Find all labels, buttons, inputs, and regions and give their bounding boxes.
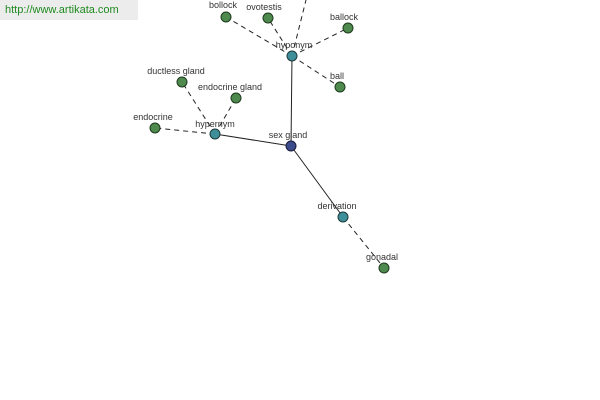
label-ovotestis: ovotestis: [246, 2, 282, 12]
label-bollock: bollock: [209, 0, 238, 10]
node-sex-gland[interactable]: [285, 140, 297, 152]
node-endocrine-gland[interactable]: [230, 92, 242, 104]
artikata-watermark: http://www.artikata.com: [0, 0, 138, 20]
edge-hypernym-ductless-gland: [181, 81, 216, 135]
label-gonadal: gonadal: [366, 252, 398, 262]
node-ovotestis[interactable]: [262, 12, 274, 24]
label-hypernym: hypernym: [195, 119, 235, 129]
node-hyponym[interactable]: [286, 50, 298, 62]
label-ball: ball: [330, 71, 344, 81]
node-endocrine[interactable]: [149, 122, 161, 134]
edge-hyponym-bollock: [225, 16, 293, 57]
edge-hypernym-endocrine: [154, 127, 216, 135]
node-hypernym[interactable]: [209, 128, 221, 140]
label-hyponym: hyponym: [276, 40, 313, 50]
label-endocrine-gland: endocrine gland: [198, 82, 262, 92]
label-endocrine: endocrine: [133, 112, 173, 122]
edge-hypernym-endocrine-gland: [214, 97, 237, 135]
node-ballock[interactable]: [342, 22, 354, 34]
edge-center-derivation: [290, 145, 344, 218]
edge-center-hypernym: [214, 133, 292, 147]
edge-hyponym-ballock: [291, 27, 349, 57]
edge-hyponym-ovotestis: [267, 17, 293, 57]
label-ballock: ballock: [330, 12, 359, 22]
label-derivation: derivation: [317, 201, 356, 211]
edge-center-hyponym: [290, 55, 293, 147]
node-ball[interactable]: [334, 81, 346, 93]
label-sex-gland: sex gland: [269, 130, 308, 140]
node-ductless-gland[interactable]: [176, 76, 188, 88]
edge-hyponym-offscreen: [291, 0, 307, 57]
edge-derivation-gonadal: [342, 216, 385, 269]
node-derivation[interactable]: [337, 211, 349, 223]
edge-hyponym-ball: [291, 55, 341, 88]
node-bollock[interactable]: [220, 11, 232, 23]
node-gonadal[interactable]: [378, 262, 390, 274]
label-ductless-gland: ductless gland: [147, 66, 205, 76]
